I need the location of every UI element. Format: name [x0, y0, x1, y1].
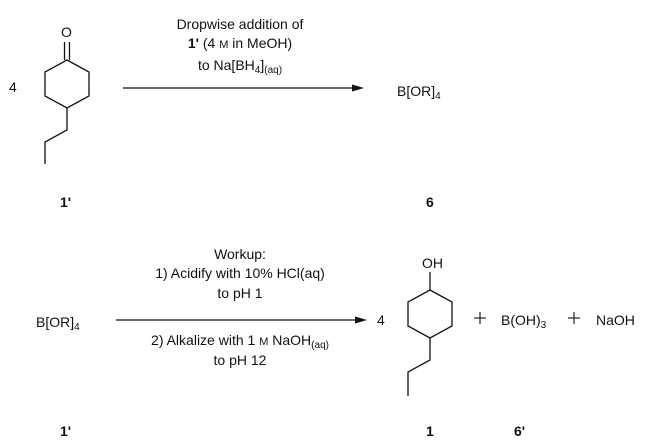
conditions-line-1: Dropwise addition of — [176, 16, 304, 32]
alcohol-structure — [407, 272, 453, 396]
workup-title: Workup: — [214, 246, 266, 262]
borate-product: B[OR]4 — [397, 83, 441, 102]
boric-acid: B(OH)3 — [501, 312, 547, 331]
workup-step-2: 2) Alkalize with 1 M NaOH(aq) — [151, 332, 329, 351]
cyclohexanone-ring — [44, 59, 90, 109]
hydroxyl-group: OH — [422, 255, 443, 271]
propyl-chain — [44, 108, 68, 164]
sodium-hydroxide: NaOH — [596, 312, 635, 328]
conditions-line-3: to Na[BH4](aq) — [197, 57, 283, 76]
reactant-coefficient: 4 — [9, 79, 17, 95]
ketone-structure — [44, 42, 90, 164]
product-coefficient: 4 — [377, 312, 385, 328]
borate-reactant: B[OR]4 — [36, 314, 80, 333]
reactant-label-2: 1' — [60, 423, 72, 439]
reaction-arrow-1 — [123, 84, 364, 92]
molar-unit: M — [219, 39, 229, 51]
plus-sign-2 — [568, 312, 580, 324]
plus-sign-1 — [474, 312, 486, 324]
molar-unit-2: M — [259, 336, 269, 348]
cyclohexanol-ring — [407, 289, 453, 339]
reactant-label: 1' — [60, 194, 72, 210]
propyl-chain-2 — [407, 338, 431, 396]
borate-label: 6 — [426, 194, 434, 210]
alcohol-label: 1 — [426, 423, 434, 439]
conditions-line-2: 1' (4 M in MeOH) — [187, 35, 293, 51]
reagent-label: 1' — [187, 35, 199, 51]
workup-step-1: 1) Acidify with 10% HCl(aq) — [155, 265, 325, 281]
boric-acid-label: 6' — [514, 423, 526, 439]
reaction-arrow-2 — [116, 316, 367, 324]
workup-step-2b: to pH 12 — [213, 352, 267, 368]
carbonyl-oxygen: O — [61, 24, 72, 40]
workup-step-1b: to pH 1 — [217, 285, 263, 301]
